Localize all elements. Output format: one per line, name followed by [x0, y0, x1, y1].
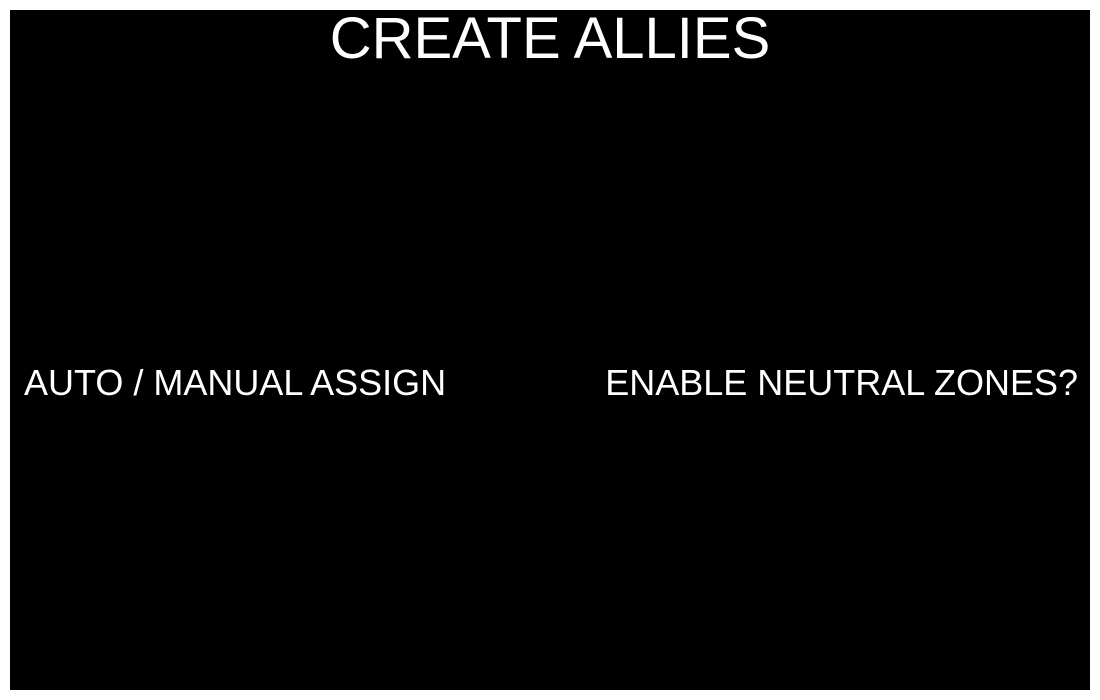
screen-title: CREATE ALLIES — [329, 6, 771, 71]
game-menu-screen: CREATE ALLIES AUTO / MANUAL ASSIGN ENABL… — [10, 6, 1090, 690]
neutral-zones-option[interactable]: ENABLE NEUTRAL ZONES? — [605, 362, 1078, 403]
assign-mode-option[interactable]: AUTO / MANUAL ASSIGN — [24, 362, 447, 403]
